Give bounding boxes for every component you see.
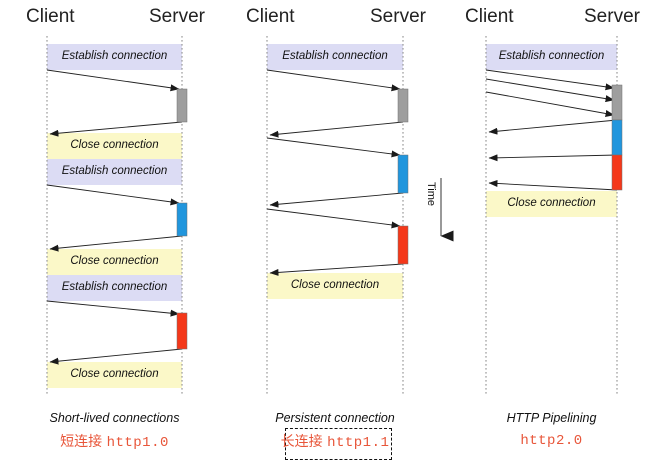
panel-short-lived-band-label-0: Establish connection	[61, 50, 168, 62]
panel-pipelining-message-arrow-1	[485, 78, 615, 103]
panel-short-lived-message-arrow-5	[49, 348, 183, 365]
panel-pipelining-message-arrow-5	[488, 179, 618, 191]
panel-short-lived-message-arrow-0	[46, 69, 180, 92]
panel-short-lived-band-close-1	[47, 133, 182, 159]
panel-pipelining-activation-bar-1	[611, 119, 623, 156]
panel-persistent-message-arrow-0	[266, 69, 401, 92]
panel-short-lived-subcaption-cjk: 短连接	[60, 434, 107, 450]
panel-pipelining-subcaption: http2.0	[482, 431, 622, 449]
panel-persistent-server-header: Server	[370, 6, 426, 27]
panel-persistent-time-axis-label: Time	[425, 182, 437, 207]
panel-pipelining-band-label-1: Close connection	[507, 197, 596, 209]
panel-persistent-band-label-0: Establish connection	[282, 50, 388, 62]
panel-short-lived-band-establish-0	[47, 44, 182, 70]
panel-pipelining-activation-bar-2	[611, 154, 623, 191]
panel-short-lived-message-arrow-3	[49, 235, 183, 252]
panel-pipelining-client-header: Client	[465, 6, 514, 27]
panel-pipelining-activation-bar-0	[611, 84, 623, 121]
panel-short-lived-band-establish-4	[47, 275, 182, 301]
panel-short-lived-band-label-5: Close connection	[70, 368, 159, 380]
panel-persistent-message-arrow-2	[266, 137, 401, 158]
panel-short-lived-band-establish-2	[47, 159, 182, 185]
panel-persistent-subcaption-version: http1.1	[327, 435, 390, 451]
panel-short-lived-client-header: Client	[26, 6, 75, 27]
panel-pipelining-message-arrow-3	[488, 119, 618, 135]
panel-short-lived-band-label-2: Establish connection	[61, 165, 168, 177]
panel-short-lived-subcaption-version: http1.0	[106, 435, 169, 451]
panel-persistent-client-header: Client	[246, 6, 295, 27]
panel-short-lived-caption: Short-lived connections	[49, 411, 180, 425]
panel-short-lived-subcaption: 短连接 http1.0	[45, 431, 185, 451]
panel-persistent-subcaption-cjk: 长连接	[280, 434, 328, 450]
panel-persistent-message-arrow-5	[269, 263, 404, 276]
panel-short-lived-activation-bar-2	[176, 312, 188, 350]
panel-short-lived-band-label-1: Close connection	[70, 139, 159, 151]
panel-short-lived-band-close-3	[47, 249, 182, 275]
panel-short-lived-server-header: Server	[149, 6, 205, 27]
panel-persistent-message-arrow-1	[269, 121, 404, 138]
panel-persistent-activation-bar-2	[397, 225, 409, 265]
panel-short-lived-message-arrow-1	[49, 121, 183, 137]
panel-persistent-band-close-1	[267, 273, 403, 299]
panel-pipelining-message-arrow-2	[485, 91, 615, 117]
panel-pipelining-message-arrow-4	[488, 154, 618, 162]
panel-pipelining-band-close-1	[486, 191, 617, 217]
panel-short-lived-band-close-5	[47, 362, 182, 388]
panel-short-lived-message-arrow-2	[46, 184, 180, 206]
panel-persistent-subcaption: 长连接 http1.1	[265, 431, 405, 451]
panel-persistent-band-label-1: Close connection	[290, 279, 380, 291]
panel-pipelining-subcaption-version: http2.0	[520, 433, 583, 449]
panel-persistent-caption: Persistent connection	[275, 411, 395, 425]
panel-pipelining-band-establish-0	[486, 44, 617, 70]
panel-short-lived-band-label-3: Close connection	[70, 255, 159, 267]
panel-persistent-band-establish-0	[267, 44, 403, 70]
panel-persistent-activation-bar-1	[397, 154, 409, 194]
panel-short-lived-band-label-4: Establish connection	[61, 281, 168, 293]
panel-pipelining-band-label-0: Establish connection	[498, 50, 605, 62]
panel-pipelining-caption: HTTP Pipelining	[506, 411, 597, 425]
panel-persistent-message-arrow-4	[266, 208, 401, 229]
panel-persistent-activation-bar-0	[397, 88, 409, 123]
panel-short-lived-activation-bar-0	[176, 88, 188, 123]
panel-persistent-message-arrow-3	[269, 192, 404, 208]
panel-pipelining-server-header: Server	[584, 6, 640, 27]
panel-pipelining-message-arrow-0	[485, 69, 615, 91]
panel-short-lived-message-arrow-4	[46, 300, 180, 317]
panel-short-lived-activation-bar-1	[176, 202, 188, 237]
